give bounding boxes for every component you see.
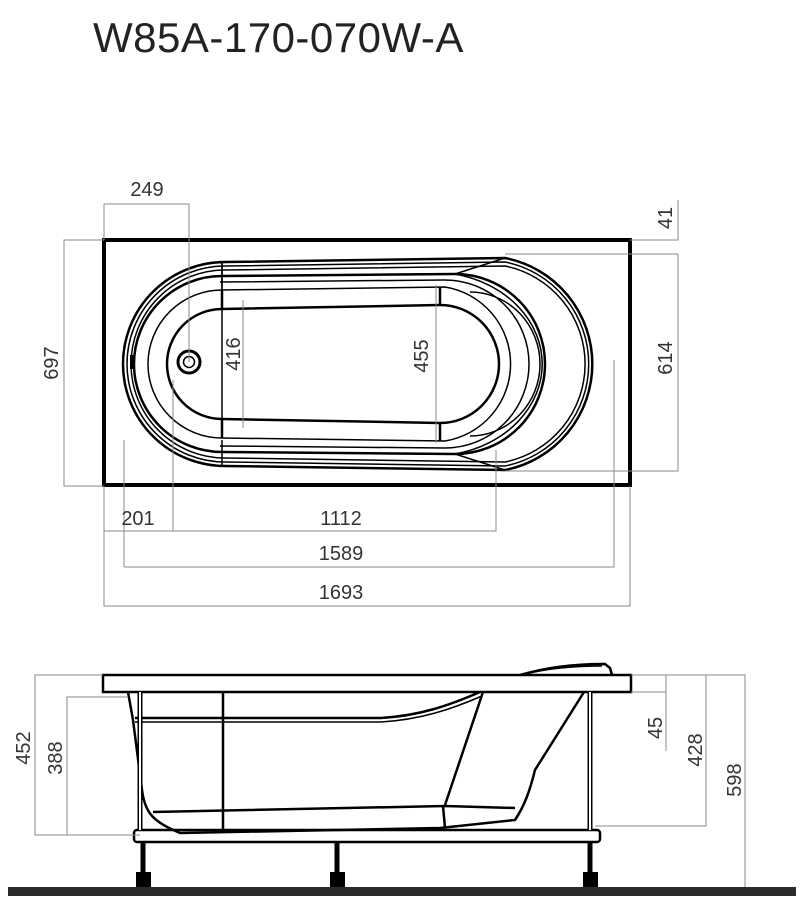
overflow-icon	[130, 355, 134, 369]
support-legs	[136, 692, 598, 888]
rim-outline	[102, 238, 632, 487]
dim-overall-length: 1693	[319, 582, 364, 604]
dim-bottom-length: 1112	[320, 508, 362, 530]
bowl-bottom	[165, 303, 501, 425]
dim-inner-width-head: 614	[655, 341, 677, 374]
support-frame	[132, 828, 602, 844]
dim-headrest-offset: 45	[645, 717, 667, 739]
dim-drain-offset: 249	[130, 179, 163, 201]
dim-rim-edge: 41	[655, 207, 677, 229]
dim-inner-depth-head: 428	[685, 733, 707, 766]
tub-body	[126, 691, 586, 835]
bowl-mid	[147, 286, 512, 442]
side-view-dimensions: 452 388 45 428 598	[13, 674, 746, 887]
model-title: W85A-170-070W-A	[93, 14, 464, 61]
dim-inner-depth-drain: 388	[45, 741, 67, 774]
dim-rim-height: 452	[13, 731, 35, 764]
floor	[8, 887, 796, 896]
dim-bottom-width-head: 455	[411, 339, 433, 372]
top-view	[102, 238, 632, 487]
side-view	[8, 662, 796, 896]
dim-drain-end-offset: 201	[121, 508, 154, 530]
dim-inner-length: 1589	[319, 543, 364, 565]
dim-overall-width: 697	[41, 346, 63, 379]
dim-total-height: 598	[724, 763, 746, 796]
top-view-dimensions: 249 697 41 614 416 455 201 1112 1589 169…	[41, 179, 679, 607]
rim-slab	[101, 673, 633, 694]
dim-bottom-width-drain: 416	[223, 337, 245, 370]
